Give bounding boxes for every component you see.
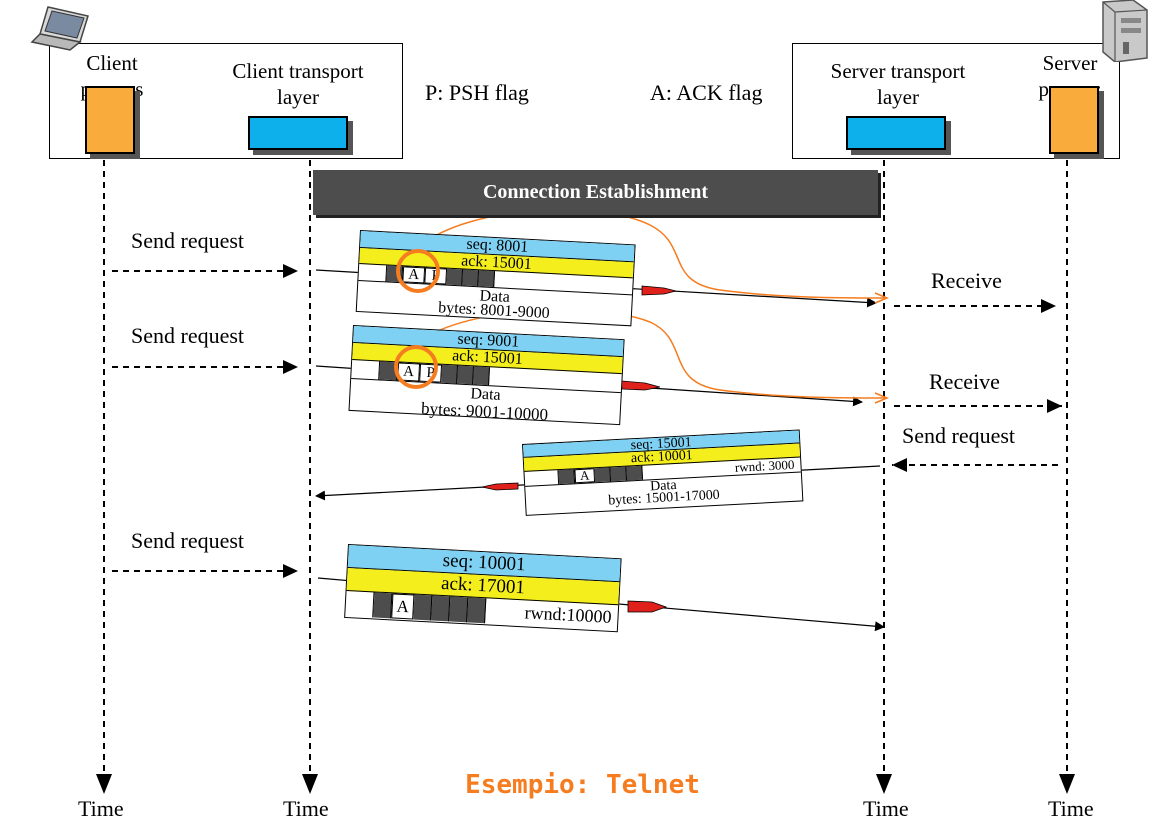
red-arrow-3 [481,482,519,491]
send-request-label-2: Send request [131,323,245,348]
timeline-arrow-1 [96,774,112,794]
time-label-server-transport: Time [863,796,909,821]
timeline-arrow-3 [876,774,892,794]
segment-2-ack-flag: A [397,362,421,382]
segment-1-ack-flag: A [402,266,426,284]
client-transport-box [248,116,348,150]
server-tower-icon [1102,0,1148,62]
segment-3-ack-flag: A [574,468,596,484]
time-label-client-process: Time [78,796,124,821]
server-transport-box [846,116,946,150]
server-process-box [1049,86,1099,154]
segment-2-psh-flag: P [419,363,443,383]
segment-2: seq: 9001 ack: 15001 A P Data bytes: 900… [348,325,625,426]
laptop-icon [30,6,89,51]
segment-4-ack-flag: A [391,593,415,620]
receive-label-2: Receive [929,369,1000,394]
connection-establishment-bar: Connection Establishment [313,170,878,215]
client-transport-label: Client transport layer [232,59,364,109]
client-process-box [85,86,135,154]
segment-1: seq: 8001 ack: 15001 A P Data bytes: 800… [355,230,636,327]
timeline-arrow-2 [302,774,318,794]
push-curve-1-head [874,292,889,304]
red-arrow-1 [641,285,677,296]
push-curve-2-head [874,392,889,404]
time-label-client-transport: Time [283,796,329,821]
timeline-arrow-4 [1059,774,1075,794]
segment-3: seq: 15001 ack: 10001 A rwnd: 3000 Data … [522,429,804,516]
psh-flag-legend: P: PSH flag [425,80,529,105]
send-request-label-1: Send request [131,228,245,253]
receive-label-1: Receive [931,268,1002,293]
time-label-server-process: Time [1048,796,1094,821]
server-transport-label: Server transport layer [830,59,966,109]
red-arrow-4 [627,600,668,613]
segment-4: seq: 10001 ack: 17001 A rwnd:10000 [344,544,622,633]
server-send-request-label: Send request [902,423,1016,448]
send-request-label-3: Send request [131,528,245,553]
segment-1-psh-flag: P [424,267,448,285]
diagram-title: Esempio: Telnet [465,770,700,800]
ack-flag-legend: A: ACK flag [650,80,763,105]
